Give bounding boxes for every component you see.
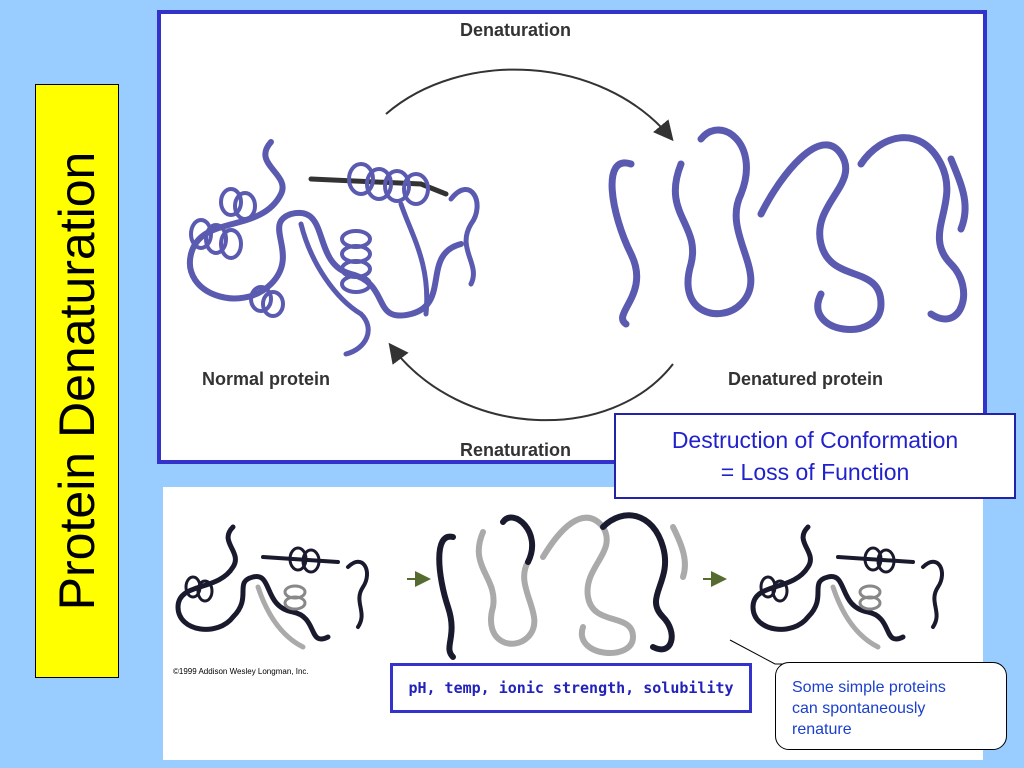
renaturation-arrow bbox=[388, 342, 674, 422]
conditions-text: pH, temp, ionic strength, solubility bbox=[408, 679, 734, 697]
note-line-1: Some simple proteins bbox=[792, 679, 946, 696]
folded-protein-ribbon bbox=[186, 139, 480, 357]
renaturation-label: Renaturation bbox=[460, 440, 572, 460]
normal-protein-caption: Normal protein bbox=[202, 369, 331, 389]
unfolded-protein-ribbon bbox=[608, 126, 969, 333]
callout-line-2: = Loss of Function bbox=[720, 459, 910, 485]
folded-protein-left bbox=[175, 524, 369, 650]
callout-line-1: Destruction of Conformation bbox=[671, 427, 959, 453]
note-line-2: can spontaneously bbox=[792, 700, 926, 717]
conditions-box: pH, temp, ionic strength, solubility bbox=[390, 663, 752, 713]
denaturation-label: Denaturation bbox=[460, 20, 572, 40]
denaturation-diagram: Denaturation Renaturation Normal protein… bbox=[157, 10, 987, 464]
note-line-3: renature bbox=[792, 721, 852, 738]
folded-protein-right bbox=[750, 524, 944, 650]
denaturation-arrow bbox=[385, 68, 674, 142]
diagram-artwork bbox=[186, 68, 969, 422]
renature-note: Some simple proteins can spontaneously r… bbox=[775, 662, 1007, 750]
unfolded-protein-middle bbox=[436, 512, 688, 660]
conformation-callout: Destruction of Conformation = Loss of Fu… bbox=[614, 413, 1016, 499]
copyright-text: ©1999 Addison Wesley Longman, Inc. bbox=[173, 667, 309, 676]
slide-title: Protein Denaturation bbox=[49, 151, 105, 611]
bottom-figure-artwork bbox=[175, 512, 944, 660]
slide-title-bar: Protein Denaturation bbox=[35, 84, 119, 678]
denatured-protein-caption: Denatured protein bbox=[728, 369, 884, 389]
